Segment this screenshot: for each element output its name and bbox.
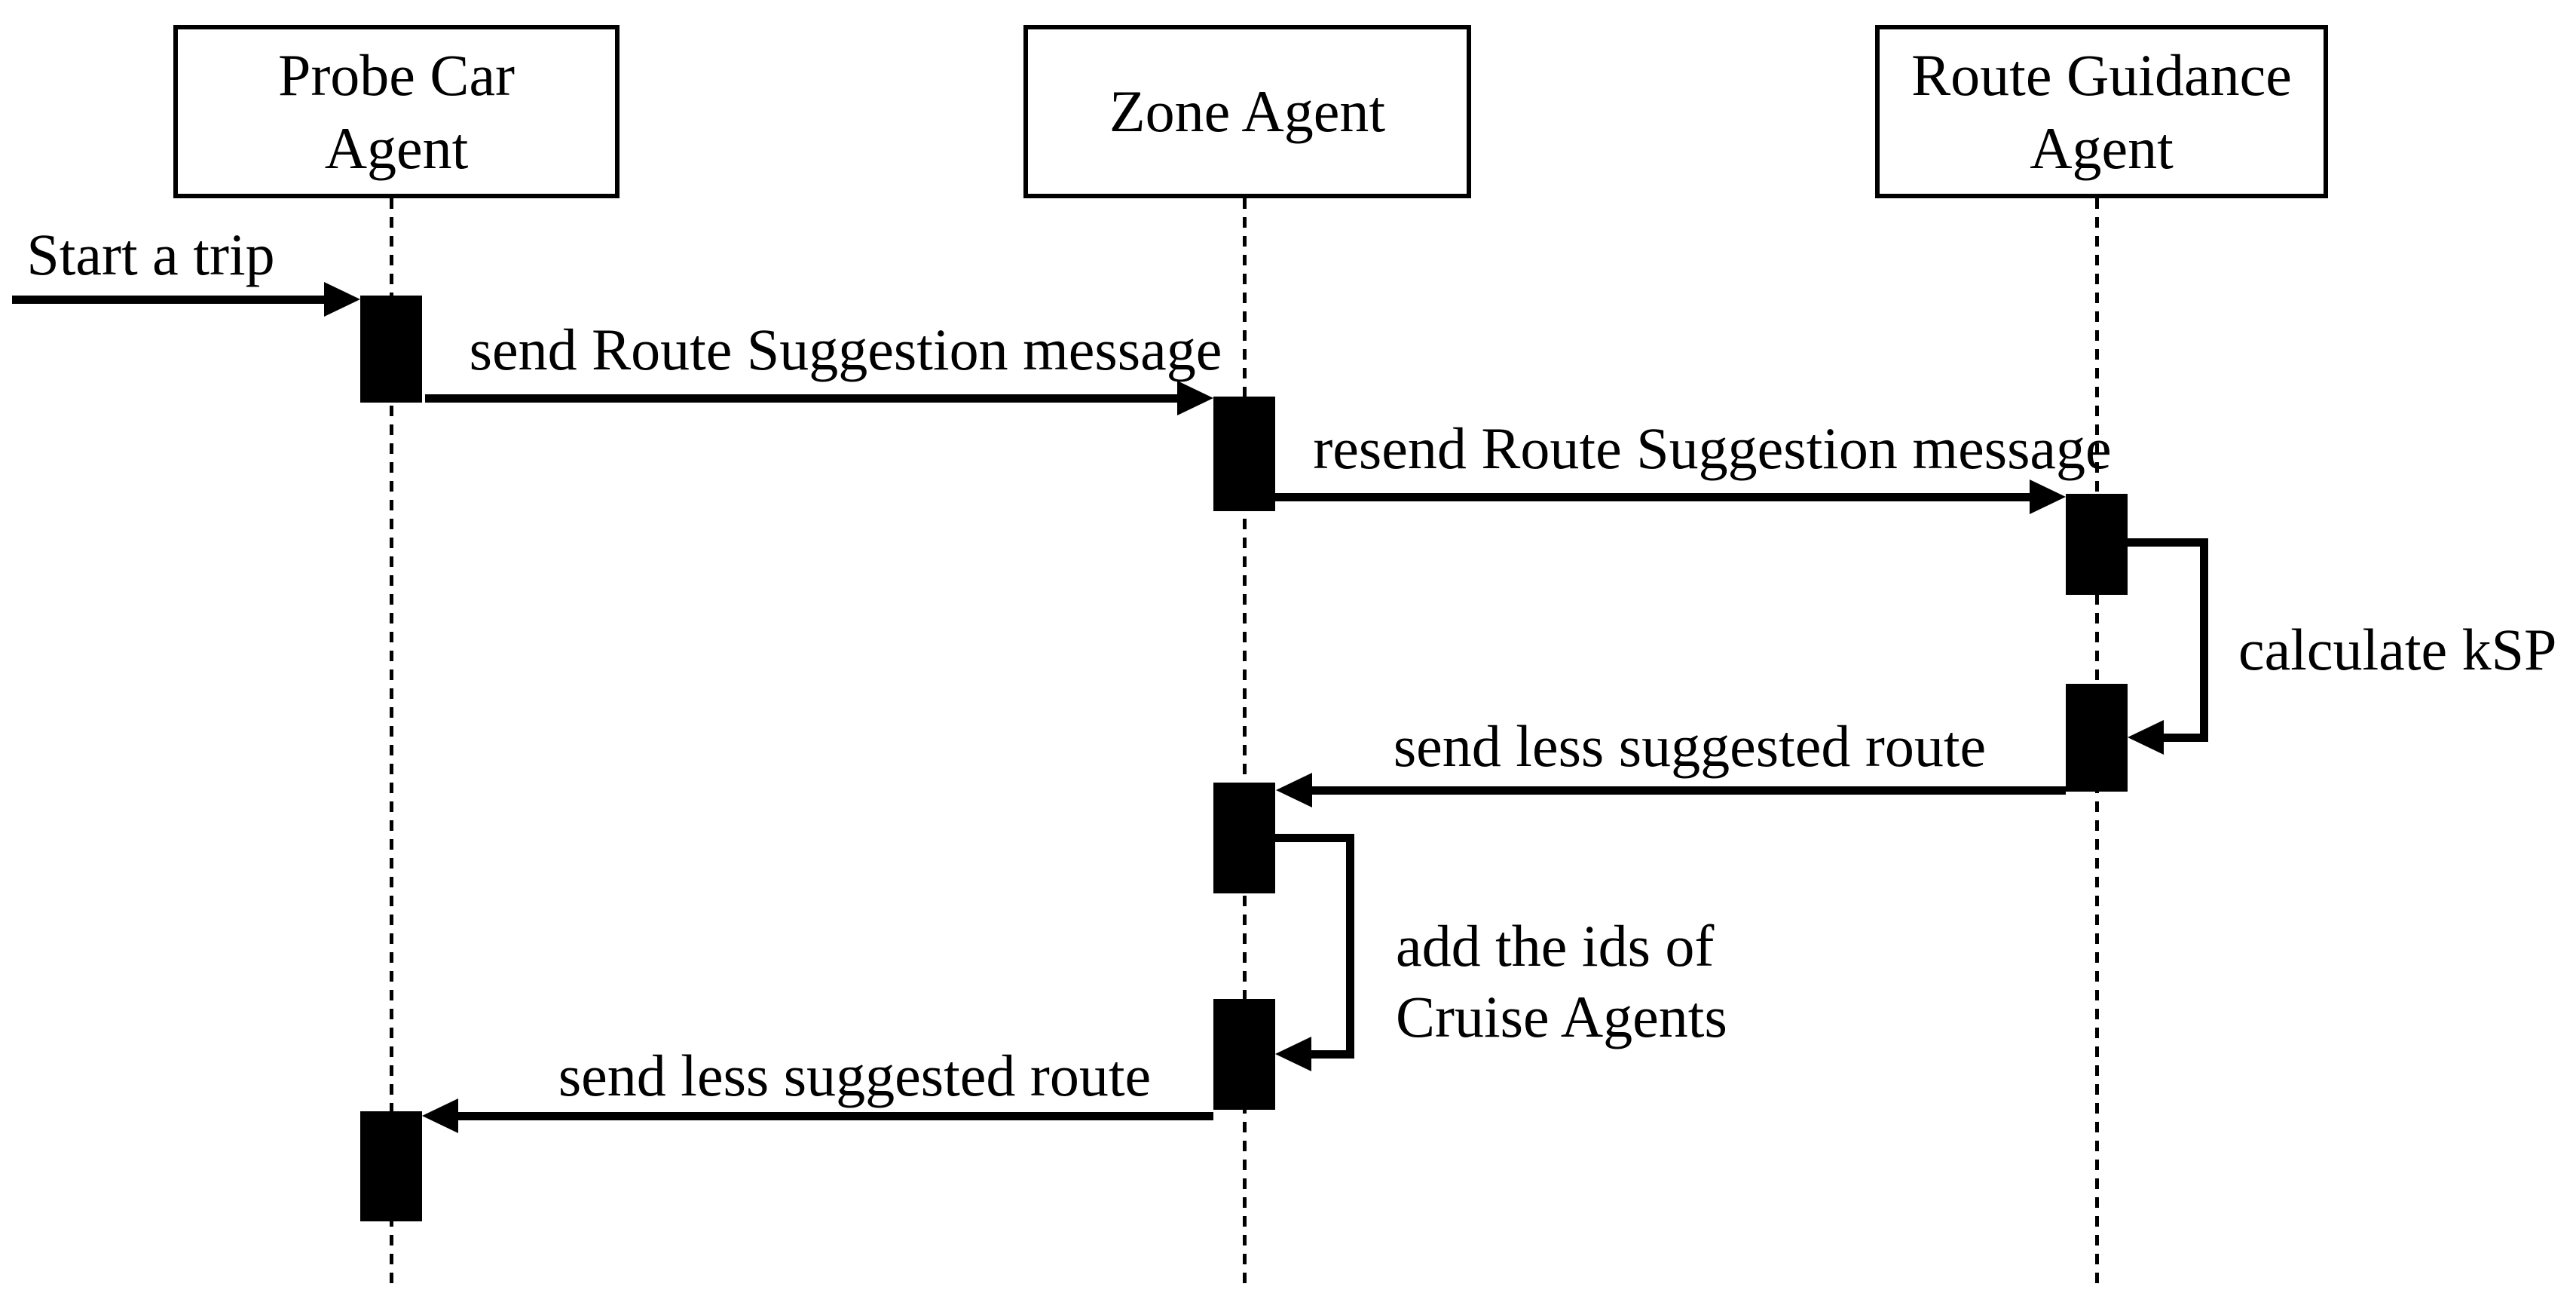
message-arrow-send-less-suggested-route-2 — [458, 1112, 1213, 1120]
message-label-calculate-ksp: calculate kSP — [2238, 617, 2557, 682]
arrowhead-right-icon — [2030, 479, 2066, 514]
message-label-add-cruise-ids: add the ids of Cruise Agents — [1396, 911, 1727, 1052]
activation-bar-zone-2 — [1213, 783, 1275, 893]
actor-box-zone-agent: Zone Agent — [1023, 25, 1471, 198]
activation-bar-zone-3 — [1213, 999, 1275, 1110]
message-label-line: Cruise Agents — [1396, 983, 1727, 1049]
actor-box-probe-car-agent: Probe Car Agent — [173, 25, 620, 198]
arrowhead-right-icon — [324, 282, 360, 317]
actor-title-line: Agent — [324, 115, 469, 181]
self-loop-top-calculate-ksp — [2128, 538, 2208, 547]
message-label-send-less-suggested-route-2: send less suggested route — [558, 1043, 1152, 1108]
arrowhead-left-icon — [1276, 773, 1312, 807]
self-loop-bottom-calculate-ksp — [2164, 734, 2208, 742]
message-arrow-send-route-suggestion — [425, 394, 1177, 403]
message-arrow-send-less-suggested-route-1 — [1312, 786, 2066, 795]
self-loop-side-calculate-ksp — [2200, 538, 2208, 741]
actor-title-line: Zone Agent — [1109, 78, 1386, 145]
message-label-start-trip: Start a trip — [26, 222, 275, 287]
self-loop-top-add-cruise-ids — [1275, 834, 1354, 842]
activation-bar-probe-1 — [360, 296, 422, 403]
message-label-resend-route-suggestion: resend Route Suggestion message — [1313, 415, 2112, 481]
message-label-send-less-suggested-route-1: send less suggested route — [1393, 713, 1987, 779]
activation-bar-probe-2 — [360, 1111, 422, 1221]
lifeline-zone-agent — [1243, 198, 1247, 1284]
actor-title-line: Probe Car — [277, 41, 516, 108]
self-loop-bottom-add-cruise-ids — [1311, 1050, 1354, 1059]
actor-title-line: Agent — [2030, 115, 2174, 181]
self-loop-side-add-cruise-ids — [1346, 834, 1354, 1058]
message-label-send-route-suggestion: send Route Suggestion message — [469, 317, 1222, 382]
message-arrow-resend-route-suggestion — [1275, 493, 2030, 501]
actor-box-route-guidance-agent: Route Guidance Agent — [1875, 25, 2328, 198]
activation-bar-route-guidance-1 — [2066, 494, 2128, 595]
arrowhead-left-icon — [422, 1098, 458, 1133]
actor-title-line: Route Guidance — [1911, 41, 2292, 108]
message-label-line: add the ids of — [1396, 913, 1715, 979]
arrowhead-left-icon — [2128, 720, 2164, 755]
activation-bar-route-guidance-2 — [2066, 684, 2128, 792]
activation-bar-zone-1 — [1213, 397, 1275, 511]
arrowhead-right-icon — [1177, 381, 1213, 415]
arrowhead-left-icon — [1275, 1037, 1311, 1071]
lifeline-probe-car-agent — [390, 198, 393, 1284]
message-arrow-start-trip — [12, 296, 324, 304]
